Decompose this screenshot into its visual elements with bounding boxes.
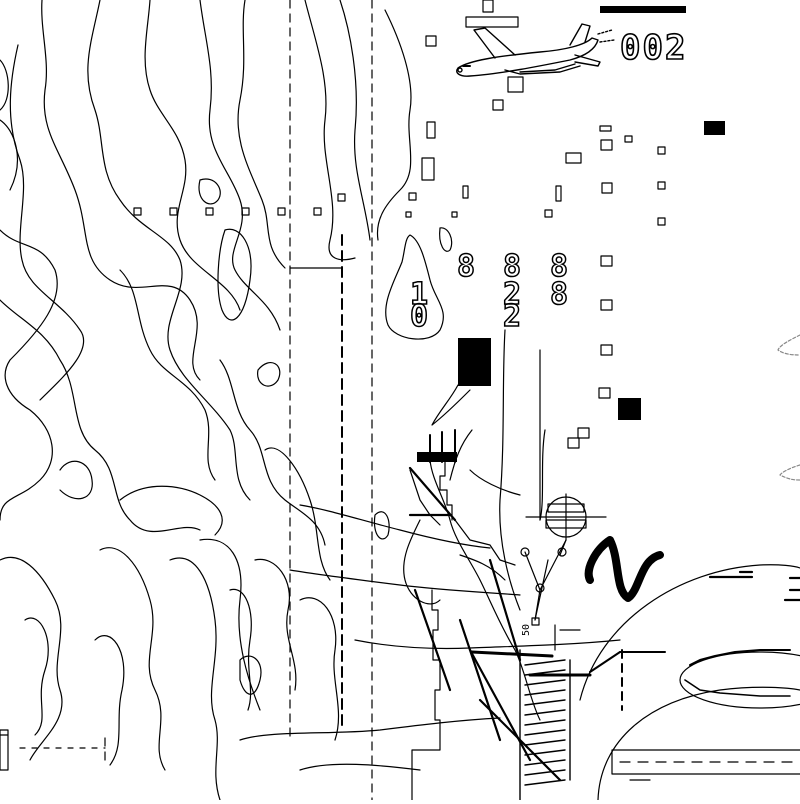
squiggle-mark [584,536,664,602]
readout-b-1: 8 [502,249,522,284]
bottom-panel [611,749,800,775]
bridge-bar [470,650,554,658]
rock-outline [439,227,453,252]
target-node [520,493,607,626]
scatter-markers [405,0,666,449]
readout-c-2: 8 [549,277,569,312]
readout-b-2: 2 [502,277,522,312]
edge-blip-1 [777,334,800,356]
ladder-strip [519,649,571,801]
hill-outline [385,234,444,340]
readout-c-1: 8 [549,249,569,284]
ridge-line [431,384,471,426]
scale-label: 50 [521,623,532,636]
marker-row [133,193,346,216]
river-network [403,329,546,801]
bridge-link [589,651,621,673]
readout-b-3: 2 [502,299,522,334]
readout-a-2: 1 [409,277,429,312]
readout-a-3: 0 [409,299,429,334]
edge-blip-2 [779,464,800,481]
crater-arcs [579,564,800,801]
dashed-guides [19,0,623,801]
right-edge-marks [708,570,800,602]
readout-a-1: 8 [456,249,476,284]
antenna-marks [429,429,456,463]
contour-lines [0,0,621,801]
left-edge-box [0,729,9,771]
solid-blocks [417,6,725,462]
score-counter: 002 [619,27,688,69]
jet-plane-icon [456,23,615,77]
